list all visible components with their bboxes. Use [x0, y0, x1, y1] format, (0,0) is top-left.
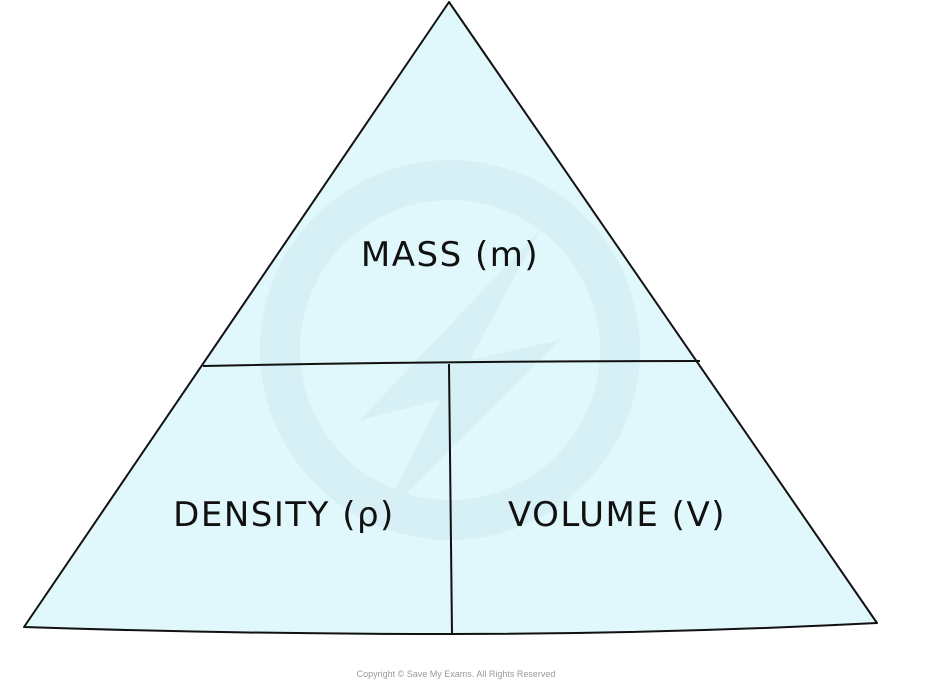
volume-label: VOLUME (V): [508, 495, 726, 535]
copyright-text: Copyright © Save My Exams. All Rights Re…: [357, 669, 556, 679]
density-label: DENSITY (ρ): [173, 495, 395, 535]
mass-label: MASS (m): [361, 235, 539, 275]
vertical-divider-line: [448, 363, 453, 635]
horizontal-divider-line: [202, 360, 701, 367]
